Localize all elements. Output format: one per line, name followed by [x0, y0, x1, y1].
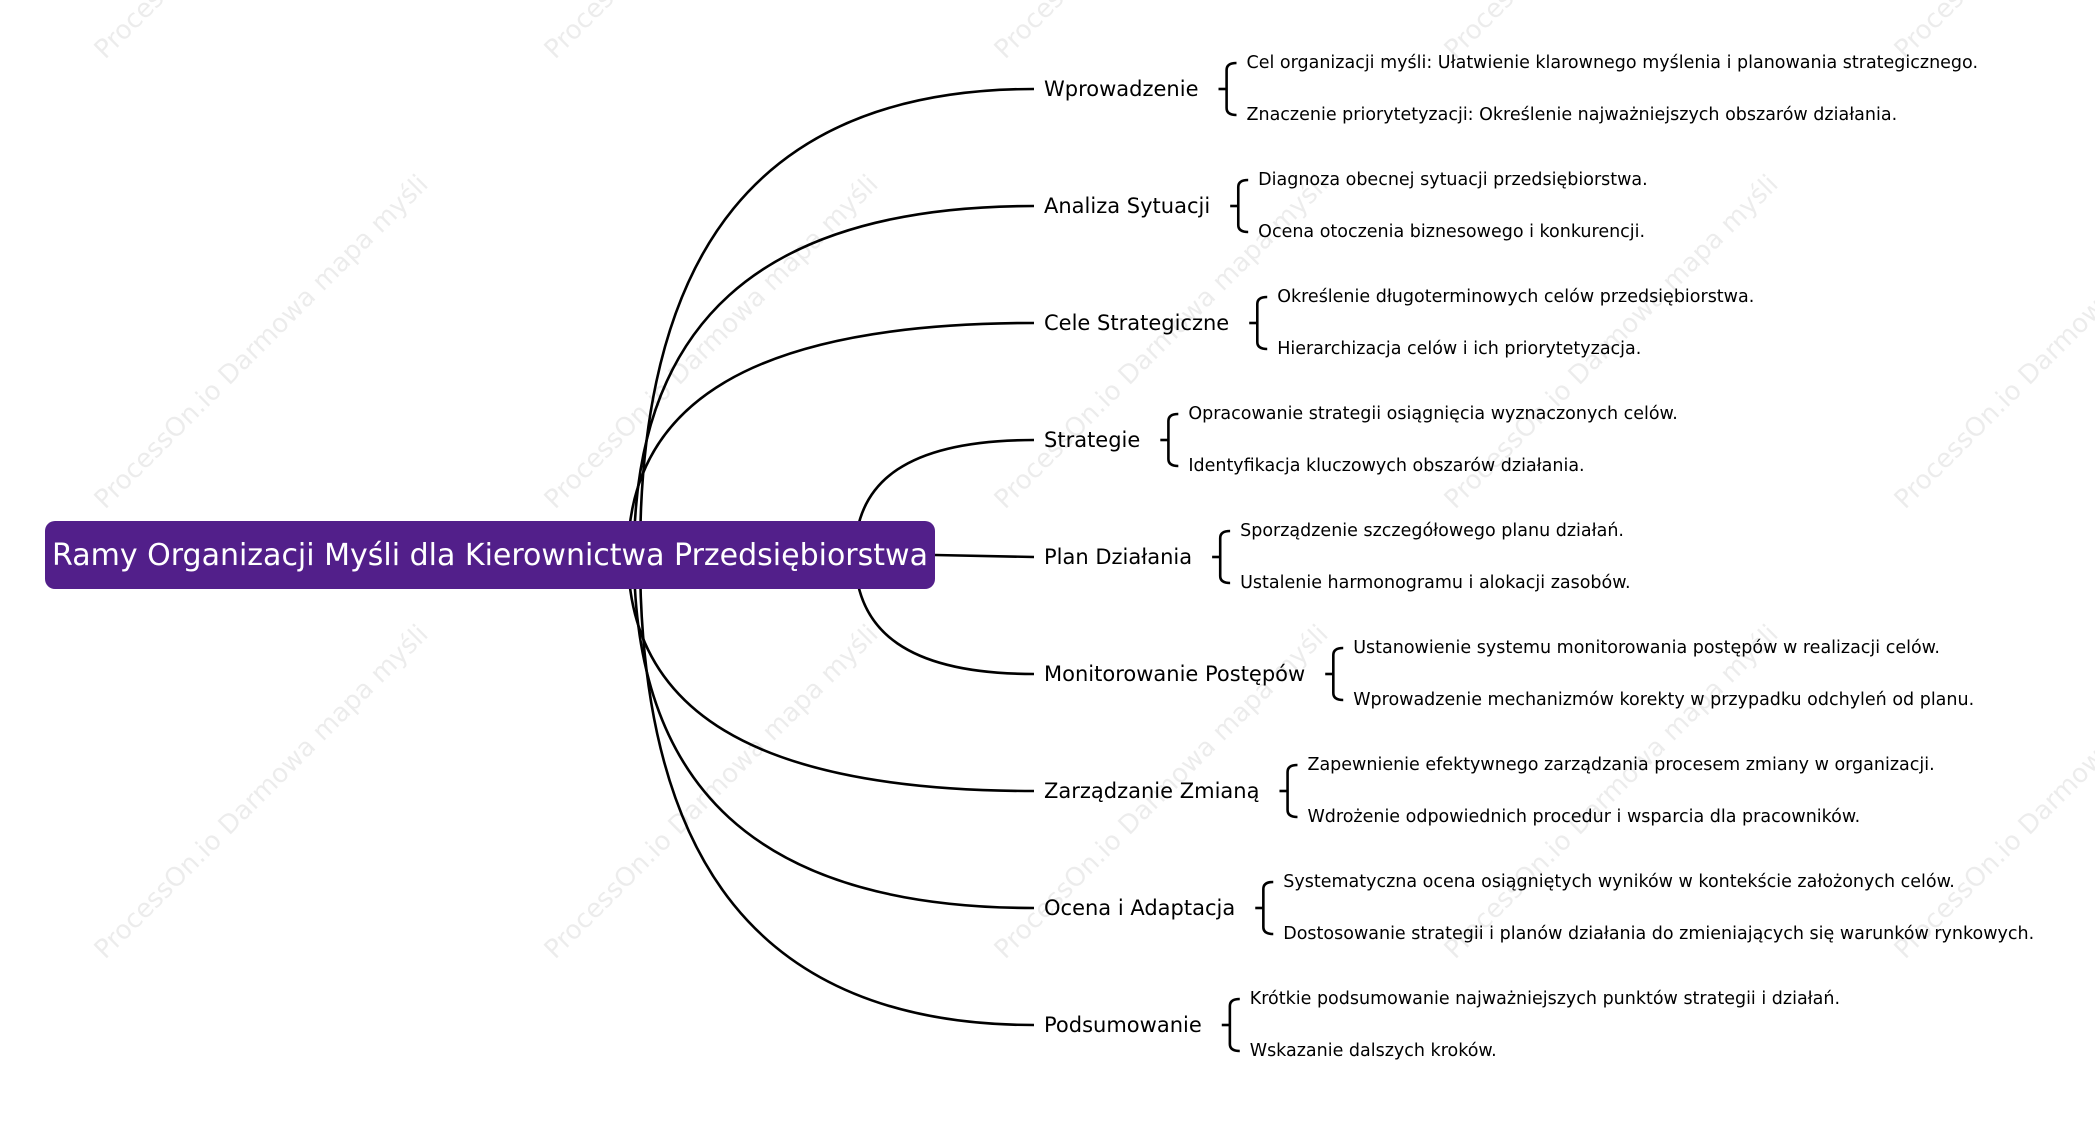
bracket — [1286, 763, 1298, 819]
bracket — [1256, 295, 1268, 351]
leaf-topic[interactable]: Zapewnienie efektywnego zarządzania proc… — [1307, 755, 1935, 775]
bracket — [1228, 997, 1240, 1053]
leaf-topic[interactable]: Ocena otoczenia biznesowego i konkurencj… — [1258, 222, 1646, 242]
branch-connector — [632, 204, 1035, 556]
leaf-topic[interactable]: Cel organizacji myśli: Ułatwienie klarow… — [1246, 53, 1979, 73]
branch-connector — [626, 321, 1035, 556]
leaf-topic[interactable]: Wskazanie dalszych kroków. — [1249, 1041, 1497, 1061]
branch-connector — [934, 553, 1035, 559]
leaf-topic[interactable]: Krótkie podsumowanie najważniejszych pun… — [1249, 989, 1841, 1009]
leaf-topic[interactable]: Wprowadzenie mechanizmów korekty w przyp… — [1353, 690, 1975, 710]
leaf-topic[interactable]: Znaczenie priorytetyzacji: Określenie na… — [1246, 105, 1898, 125]
branch-topic[interactable]: Zarządzanie Zmianą — [1044, 779, 1260, 803]
leaf-topic[interactable]: Hierarchizacja celów i ich priorytetyzac… — [1277, 339, 1642, 359]
bracket — [1167, 412, 1179, 468]
branch-topic[interactable]: Ocena i Adaptacja — [1044, 896, 1236, 920]
root-topic-label: Ramy Organizacji Myśli dla Kierownictwa … — [52, 537, 928, 573]
branch-connector — [632, 554, 1035, 910]
branch-topic[interactable]: Cele Strategiczne — [1044, 311, 1230, 335]
leaf-topic[interactable]: Wdrożenie odpowiednich procedur i wsparc… — [1307, 807, 1861, 827]
leaf-topic[interactable]: Ustalenie harmonogramu i alokacji zasobó… — [1240, 573, 1631, 593]
bracket — [1332, 646, 1344, 702]
branch-connector — [626, 554, 1035, 793]
branch-topic[interactable]: Plan Działania — [1044, 545, 1193, 569]
branch-topic[interactable]: Monitorowanie Postępów — [1044, 662, 1306, 686]
leaf-topic[interactable]: Określenie długoterminowych celów przeds… — [1277, 287, 1755, 307]
branch-topic[interactable]: Strategie — [1044, 428, 1141, 452]
leaf-topic[interactable]: Systematyczna ocena osiągniętych wyników… — [1283, 872, 1955, 892]
branch-topic[interactable]: Analiza Sytuacji — [1044, 194, 1211, 218]
bracket — [1236, 178, 1249, 234]
root-topic[interactable]: Ramy Organizacji Myśli dla Kierownictwa … — [45, 521, 935, 589]
leaf-topic[interactable]: Identyfikacja kluczowych obszarów działa… — [1188, 456, 1585, 476]
leaf-topic[interactable]: Diagnoza obecnej sytuacji przedsiębiorst… — [1258, 170, 1648, 190]
leaf-topic[interactable]: Dostosowanie strategii i planów działani… — [1283, 924, 2035, 944]
branch-connector — [638, 554, 1035, 1027]
leaf-topic[interactable]: Sporządzenie szczegółowego planu działań… — [1240, 521, 1624, 541]
bracket — [1262, 880, 1274, 936]
leaf-topic[interactable]: Opracowanie strategii osiągnięcia wyznac… — [1188, 404, 1678, 424]
branch-topic[interactable]: Podsumowanie — [1044, 1013, 1202, 1037]
branch-topic[interactable]: Wprowadzenie — [1044, 77, 1199, 101]
bracket — [1225, 61, 1237, 117]
leaf-topic[interactable]: Ustanowienie systemu monitorowania postę… — [1353, 638, 1940, 658]
branch-connector — [638, 87, 1035, 556]
bracket — [1218, 529, 1231, 585]
